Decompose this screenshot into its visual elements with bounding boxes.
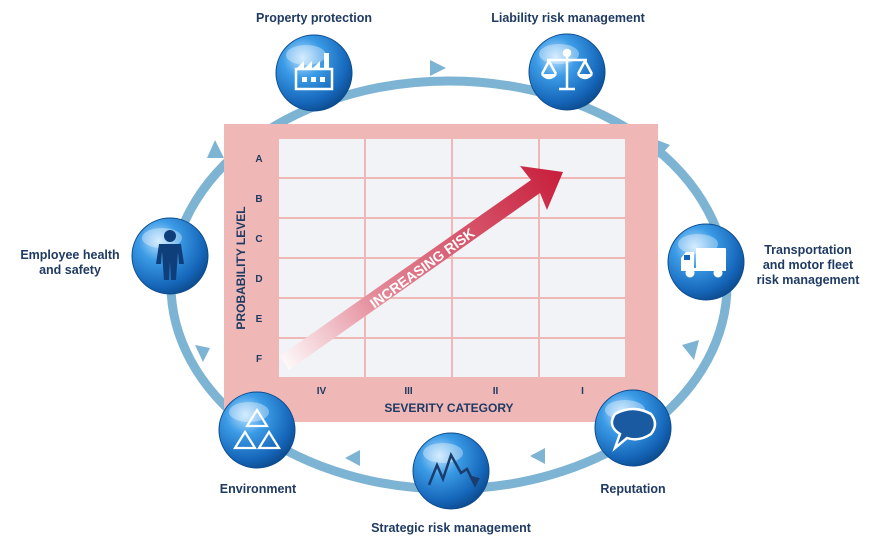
factory-icon bbox=[294, 53, 334, 91]
matrix-cell bbox=[279, 139, 364, 177]
probability-labels: A B C D E F bbox=[255, 154, 262, 365]
severity-category-label: IV bbox=[317, 386, 327, 397]
label-reputation: Reputation bbox=[583, 482, 683, 497]
cycle-nodes bbox=[131, 33, 745, 510]
label-line: risk management bbox=[756, 273, 860, 287]
truck-icon bbox=[681, 248, 726, 278]
ring-arrow-bottom-right bbox=[530, 448, 545, 464]
ring-arrow-left bbox=[207, 140, 224, 158]
node-environment bbox=[218, 391, 296, 469]
matrix-cell bbox=[279, 219, 364, 257]
node-reputation bbox=[594, 389, 672, 467]
matrix-cell bbox=[540, 299, 625, 337]
label-employee-health: Employee health and safety bbox=[8, 248, 132, 278]
line-graph-icon bbox=[427, 451, 480, 488]
probability-level-label: E bbox=[256, 314, 263, 325]
scales-icon bbox=[540, 48, 594, 91]
label-line: Reputation bbox=[600, 482, 666, 496]
matrix-cell bbox=[453, 299, 538, 337]
matrix-grid bbox=[279, 139, 625, 377]
severity-category-label: I bbox=[581, 386, 584, 397]
label-line: Employee health bbox=[20, 248, 120, 262]
recycle-icon bbox=[233, 407, 281, 450]
label-liability-risk-management: Liability risk management bbox=[474, 11, 662, 26]
label-transportation: Transportation and motor fleet risk mana… bbox=[744, 243, 872, 288]
matrix-cell bbox=[366, 339, 451, 377]
probability-level-label: D bbox=[255, 274, 262, 285]
ring-arrow-lower-left bbox=[195, 345, 210, 362]
matrix-cell bbox=[453, 259, 538, 297]
label-line: Liability risk management bbox=[491, 11, 645, 25]
matrix-cell bbox=[540, 259, 625, 297]
person-icon bbox=[156, 230, 184, 280]
label-line: and motor fleet bbox=[762, 258, 854, 272]
probability-level-label: B bbox=[255, 194, 262, 205]
ring-arrow-bottom bbox=[345, 450, 360, 466]
matrix-cell bbox=[366, 179, 451, 217]
node-property-protection bbox=[275, 34, 353, 112]
label-line: Transportation bbox=[764, 243, 852, 257]
node-strategic-risk-management bbox=[412, 432, 490, 510]
label-environment: Environment bbox=[208, 482, 308, 497]
label-line: Environment bbox=[219, 482, 297, 496]
matrix-cell bbox=[279, 179, 364, 217]
probability-level-label: F bbox=[256, 354, 262, 365]
ring-arrow-top bbox=[430, 60, 446, 76]
label-property-protection: Property protection bbox=[244, 11, 384, 26]
probability-level-label: A bbox=[255, 154, 262, 165]
matrix-cell bbox=[540, 339, 625, 377]
speech-bubble-icon bbox=[610, 407, 657, 452]
label-strategic-risk-management: Strategic risk management bbox=[351, 521, 551, 536]
severity-axis-title: SEVERITY CATEGORY bbox=[384, 401, 513, 415]
ring-arrow-right bbox=[682, 340, 699, 360]
label-line: Property protection bbox=[256, 11, 372, 25]
severity-category-label: II bbox=[493, 386, 499, 397]
matrix-cell bbox=[453, 339, 538, 377]
node-employee-health bbox=[131, 217, 209, 295]
node-liability-risk-management bbox=[528, 33, 606, 111]
matrix-cell bbox=[540, 139, 625, 177]
matrix-cell bbox=[540, 219, 625, 257]
matrix-cell bbox=[279, 259, 364, 297]
matrix-cell bbox=[366, 139, 451, 177]
node-transportation bbox=[667, 223, 745, 301]
label-line: and safety bbox=[39, 263, 101, 277]
probability-level-label: C bbox=[255, 234, 262, 245]
probability-axis-title: PROBABILITY LEVEL bbox=[234, 206, 248, 329]
label-line: Strategic risk management bbox=[371, 521, 531, 535]
risk-arrow-shape bbox=[280, 166, 563, 370]
severity-category-label: III bbox=[404, 386, 413, 397]
